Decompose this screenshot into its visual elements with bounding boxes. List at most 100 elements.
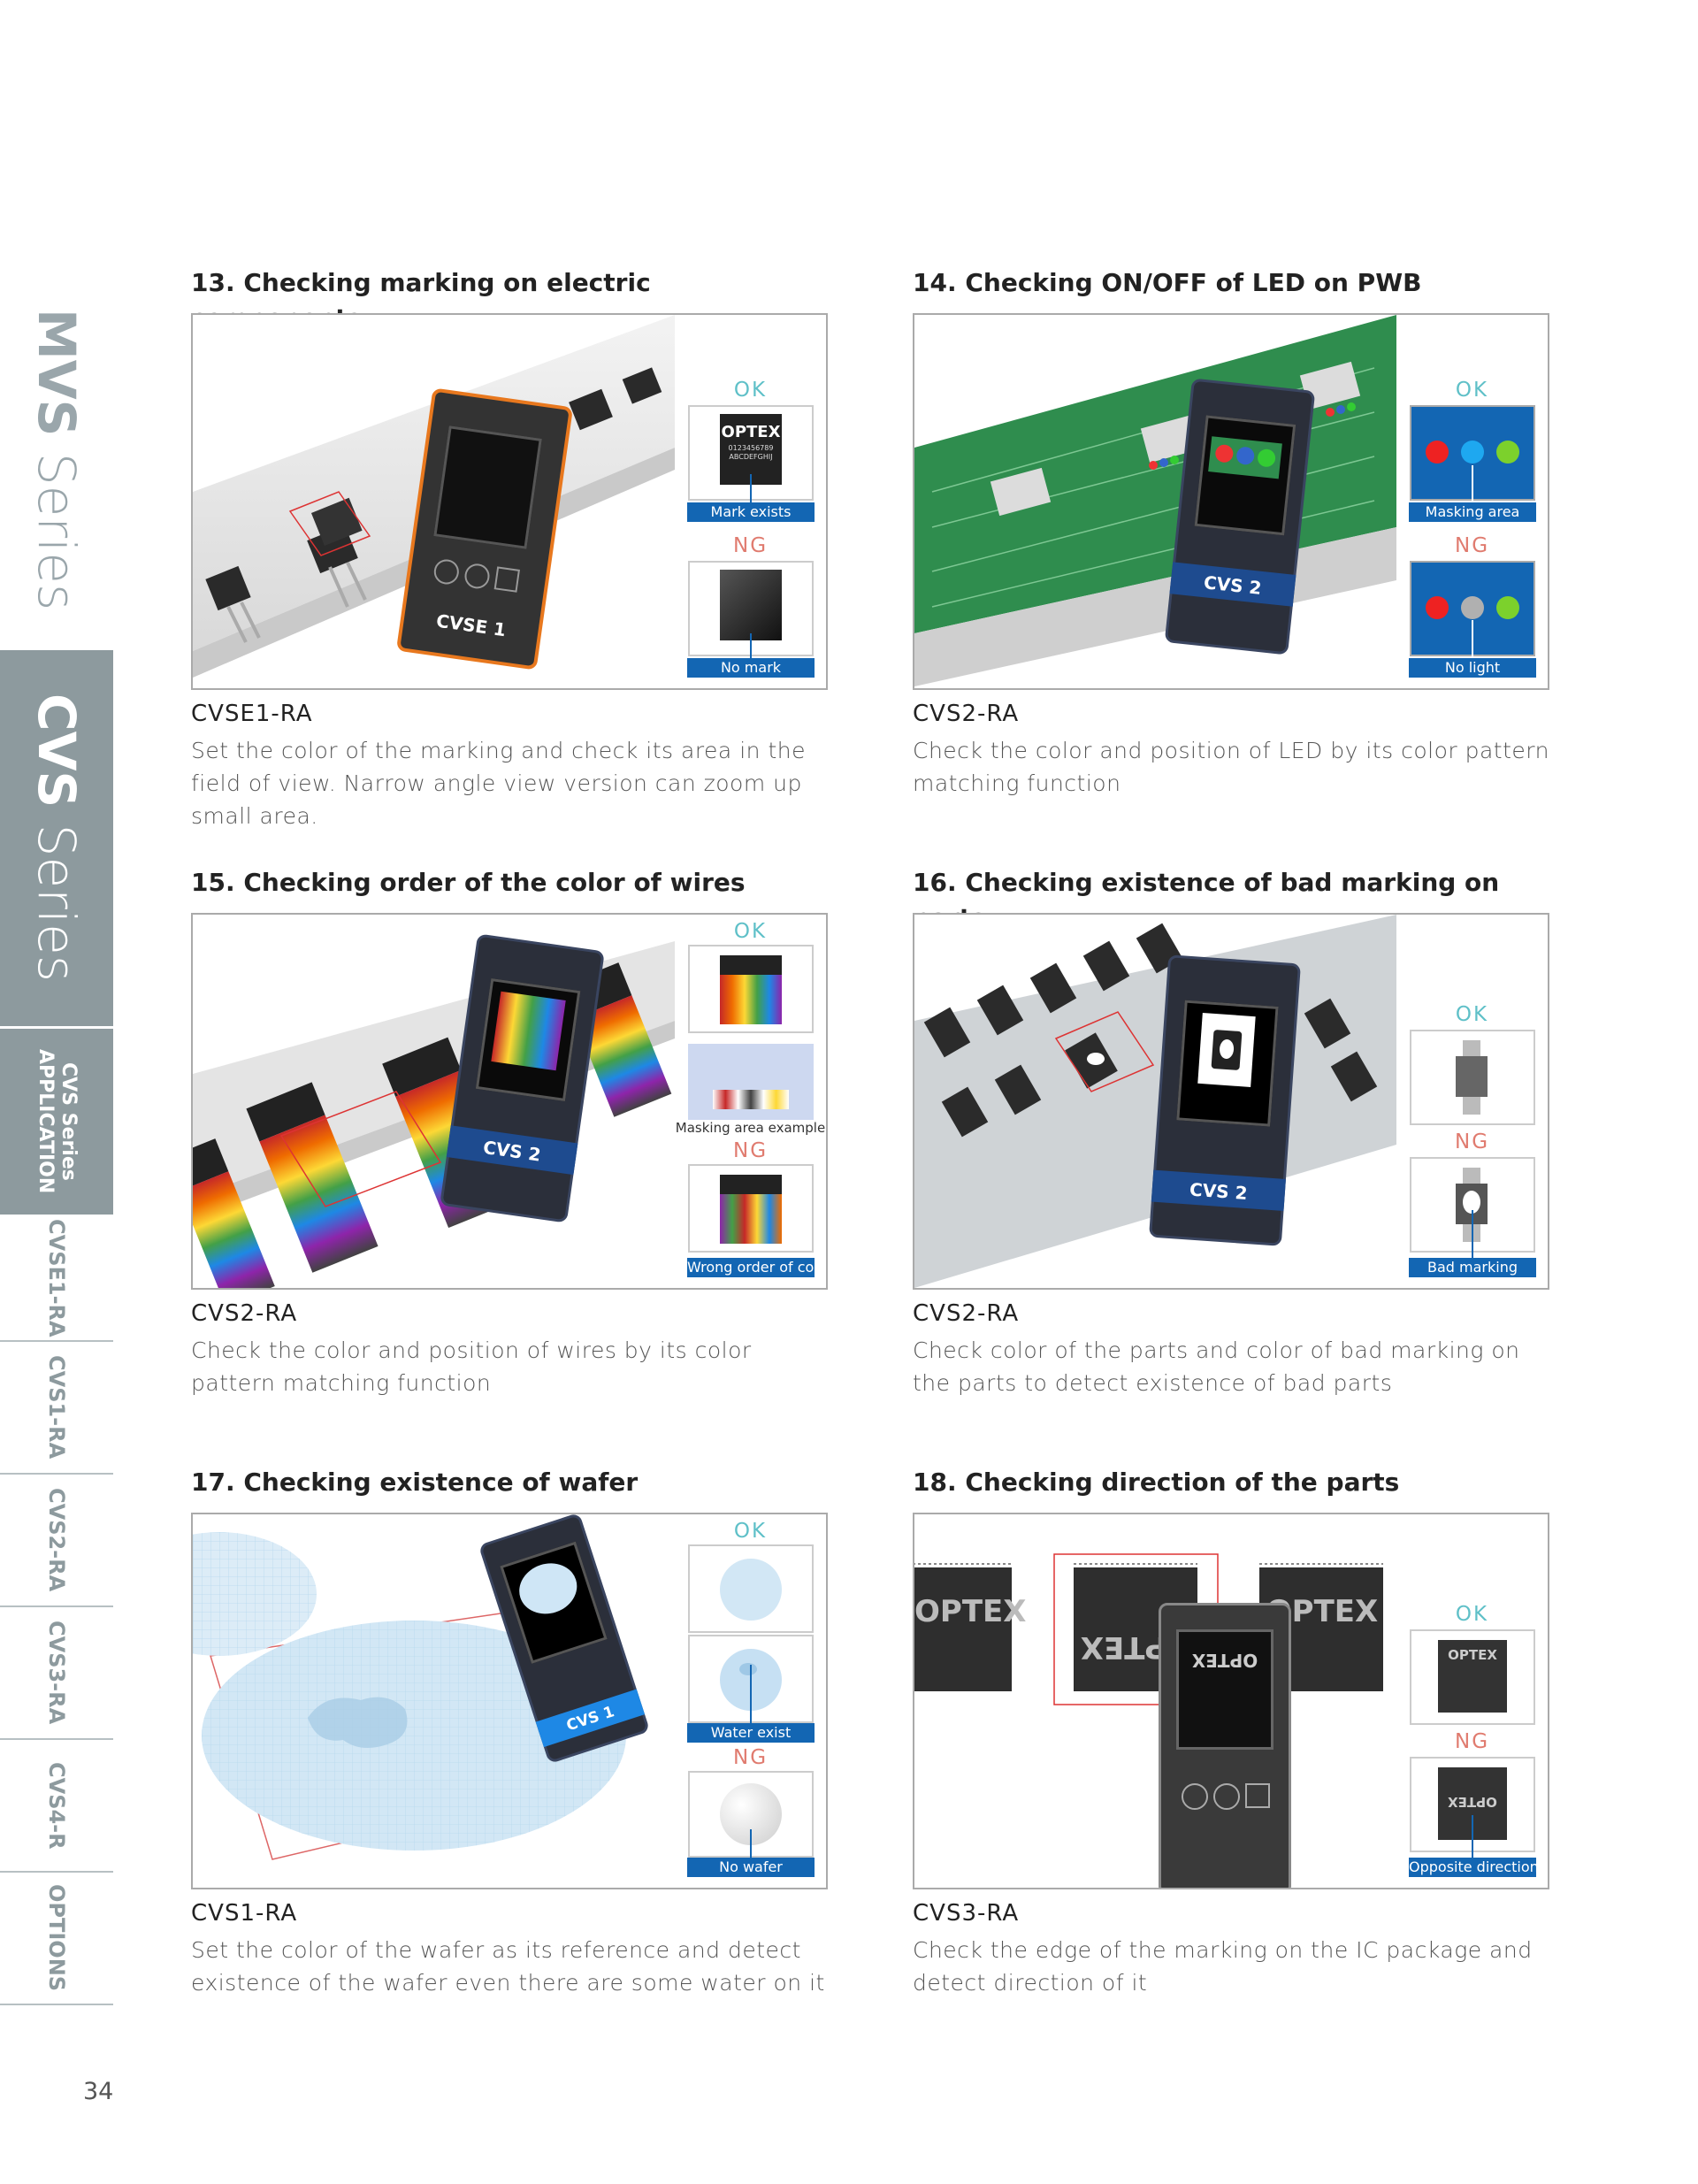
ok-thumbnail bbox=[1410, 405, 1535, 501]
wafer-image bbox=[193, 1514, 675, 1888]
model-name: CVS3-RA bbox=[913, 1900, 1020, 1927]
ng-result-tag: No light bbox=[1409, 658, 1536, 678]
ng-label: NG bbox=[1454, 534, 1490, 557]
cvs-rest: Series bbox=[27, 808, 87, 983]
model-name: CVSE1-RA bbox=[191, 701, 313, 727]
ng-result-tag: Wrong order of color bbox=[687, 1258, 828, 1277]
ic-brand-text: OPTEX bbox=[914, 1594, 1027, 1629]
wafer-thumbnail bbox=[688, 1544, 814, 1633]
cvs3-sensor-device: OPTEX bbox=[1159, 1603, 1291, 1888]
ng-label: NG bbox=[732, 1139, 769, 1162]
ok-thumbnail: OPTEX bbox=[1410, 1629, 1535, 1725]
cvs2-sensor-device: CVS 2 bbox=[1149, 954, 1301, 1246]
tab-label: CVS3-RA bbox=[44, 1621, 69, 1725]
ok-ng-panel: OK OPTEX 0123456789 ABCDEFGHIJ Mark exis… bbox=[675, 315, 826, 688]
mvs-bold: MVS bbox=[27, 309, 87, 437]
ok-thumbnail bbox=[688, 945, 814, 1033]
ok-label: OK bbox=[1455, 379, 1489, 402]
tab-cvs4-r[interactable]: CVS4-R bbox=[0, 1740, 113, 1873]
app-description: Set the color of the wafer as its refere… bbox=[191, 1937, 825, 1996]
cvs-app-line1: CVS Series bbox=[57, 1062, 80, 1181]
ng-label: NG bbox=[1454, 1130, 1490, 1153]
app-title: 17. Checking existence of wafer bbox=[191, 1467, 639, 1497]
cvs-bold: CVS bbox=[27, 694, 87, 808]
tab-label: CVS2-RA bbox=[44, 1488, 69, 1592]
application-15: 15. Checking order of the color of wires bbox=[191, 865, 828, 1396]
ng-result-tag: No mark bbox=[687, 658, 815, 678]
ng-result-tag: Bad marking bbox=[1409, 1258, 1536, 1277]
app-description: Check color of the parts and color of ba… bbox=[913, 1337, 1520, 1396]
ok-ng-panel: OK OPTEX NG OPTEX Opposite direction bbox=[1396, 1514, 1548, 1888]
device-screen bbox=[433, 425, 542, 549]
device-screen bbox=[475, 978, 581, 1101]
app-description: Check the color and position of LED by i… bbox=[913, 738, 1549, 796]
app-description: Check the color and position of wires by… bbox=[191, 1337, 752, 1396]
ng-thumbnail bbox=[688, 1164, 814, 1253]
application-14: 14. Checking ON/OFF of LED on PWB bbox=[913, 265, 1549, 796]
led-red bbox=[1426, 596, 1449, 619]
led-green bbox=[1496, 596, 1519, 619]
masking-area-note: Masking area example bbox=[675, 1120, 826, 1136]
led-off bbox=[1461, 596, 1484, 619]
ok-ng-panel: OK Masking area example NG Wrong order o… bbox=[675, 915, 826, 1288]
ng-label: NG bbox=[1454, 1730, 1490, 1753]
scene-illustration: CVS 2 bbox=[193, 915, 675, 1288]
pwb-on-conveyor-image bbox=[914, 315, 1396, 688]
app-title: 18. Checking direction of the parts bbox=[913, 1467, 1400, 1497]
tab-options[interactable]: OPTIONS bbox=[0, 1873, 113, 2005]
tab-label: OPTIONS bbox=[44, 1884, 69, 1992]
mvs-series-label[interactable]: MVS Series bbox=[0, 309, 113, 610]
model-name: CVS2-RA bbox=[913, 701, 1020, 727]
cvs-series-block[interactable]: CVS Series bbox=[0, 650, 113, 1026]
ng-label: NG bbox=[732, 534, 769, 557]
ok-ng-panel: OK NG Bad marking bbox=[1396, 915, 1548, 1288]
led-green bbox=[1496, 441, 1519, 464]
app-title: 16. Checking existence of bad marking on… bbox=[913, 868, 1500, 932]
app-figure: CVS 1 OK Water exist NG No wafer bbox=[191, 1513, 828, 1889]
ok-result-tag: Water exist bbox=[687, 1723, 815, 1743]
ok-label: OK bbox=[733, 1520, 768, 1543]
device-screen bbox=[1194, 415, 1296, 536]
mvs-rest: Series bbox=[27, 436, 87, 611]
application-13: 13. Checking marking on electric compone… bbox=[191, 265, 828, 829]
ok-label: OK bbox=[1455, 1003, 1489, 1026]
app-description: Check the edge of the marking on the IC … bbox=[913, 1937, 1533, 1996]
app-figure: CVS 2 OK Masking area example NG Wrong o… bbox=[191, 913, 828, 1290]
tab-cvs2-ra[interactable]: CVS2-RA bbox=[0, 1475, 113, 1607]
masking-area-example bbox=[688, 1044, 814, 1120]
tab-cvs1-ra[interactable]: CVS1-RA bbox=[0, 1342, 113, 1475]
ng-result-tag: No wafer bbox=[687, 1858, 815, 1877]
page-number: 34 bbox=[83, 2078, 114, 2105]
model-name: CVS2-RA bbox=[913, 1300, 1020, 1327]
application-16: 16. Checking existence of bad marking on… bbox=[913, 865, 1549, 1396]
scene-illustration: CVS 2 bbox=[914, 915, 1396, 1288]
screen-ic-text: OPTEX bbox=[1191, 1650, 1258, 1671]
ng-result-tag: Opposite direction bbox=[1409, 1858, 1539, 1877]
ok-label: OK bbox=[733, 379, 768, 402]
tab-cvse1-ra[interactable]: CVSE1-RA bbox=[0, 1216, 113, 1342]
tab-label: CVSE1-RA bbox=[44, 1219, 69, 1337]
device-buttons bbox=[1178, 1771, 1270, 1833]
chip-brand-text: OPTEX bbox=[721, 423, 781, 441]
chip-text-line2: ABCDEFGHIJ bbox=[729, 453, 773, 461]
tab-cvs3-ra[interactable]: CVS3-RA bbox=[0, 1607, 113, 1740]
ok-ic-text: OPTEX bbox=[1448, 1647, 1497, 1663]
ok-label: OK bbox=[1455, 1603, 1489, 1626]
scene-illustration: OPTEX OPTEX OPTEX OPTEX bbox=[914, 1514, 1396, 1888]
led-blue bbox=[1461, 441, 1484, 464]
app-figure: CVSE 1 OK OPTEX 0123456789 ABCDEFGHIJ Ma… bbox=[191, 313, 828, 690]
device-screen: OPTEX bbox=[1176, 1629, 1274, 1750]
app-title: 15. Checking order of the color of wires bbox=[191, 868, 746, 897]
wire-connectors-image bbox=[193, 915, 675, 1288]
tab-label: CVS1-RA bbox=[44, 1355, 69, 1460]
model-name: CVS2-RA bbox=[191, 1300, 298, 1327]
led-red bbox=[1426, 441, 1449, 464]
app-figure: CVS 2 OK NG Bad marking bbox=[913, 913, 1549, 1290]
ok-ng-panel: OK Water exist NG No wafer bbox=[675, 1514, 826, 1888]
ng-label: NG bbox=[732, 1746, 769, 1769]
app-title: 13. Checking marking on electric compone… bbox=[191, 268, 651, 333]
scene-illustration: CVS 2 bbox=[914, 315, 1396, 688]
ic-packages-image bbox=[914, 1514, 1396, 1888]
